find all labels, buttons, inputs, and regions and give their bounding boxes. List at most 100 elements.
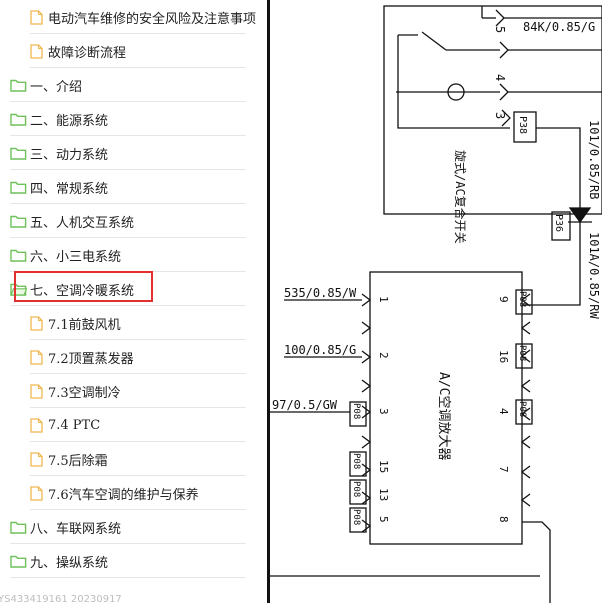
row-separator (30, 373, 246, 374)
tree-item-4[interactable]: 三、动力系统 (10, 136, 246, 170)
wire-label-101a: 101A/0.85/RW (587, 232, 601, 319)
pin-chevron (361, 293, 372, 307)
connector-box-l3 (349, 401, 367, 427)
wire-label-84k: 84K/0.85/G (523, 20, 595, 34)
tree-item-7[interactable]: 六、小三电系统 (10, 238, 246, 272)
folder-icon (10, 520, 27, 534)
connector-label: P08 (351, 403, 361, 419)
tree-item-10[interactable]: 7.2顶置蒸发器 (30, 340, 246, 374)
connector-label: P08 (517, 291, 527, 307)
tree-item-1[interactable]: 故障诊断流程 (30, 34, 246, 68)
amp-pin-label: 1 (377, 296, 390, 303)
diode-connector-box (551, 211, 571, 241)
switch-contact (421, 31, 447, 51)
tree-item-label: 四、常规系统 (30, 181, 109, 197)
connector-label: P08 (517, 401, 527, 417)
folder-icon (10, 78, 27, 92)
tree-item-3[interactable]: 二、能源系统 (10, 102, 246, 136)
switch-pin-label: 4 (493, 74, 507, 81)
tree-item-label: 7.5后除霜 (48, 453, 108, 469)
tree-item-5[interactable]: 四、常规系统 (10, 170, 246, 204)
tree-item-16[interactable]: 九、操纵系统 (10, 544, 246, 578)
folder-icon (10, 214, 27, 228)
wire-label-101: 101/0.85/RB (587, 120, 601, 199)
pin-chevron (520, 493, 531, 507)
connector-label: P08 (351, 453, 361, 469)
row-separator (30, 33, 246, 34)
wiring-diagram: 84K/0.85/G 535/0.85/W 100/0.85/G 97/0.5/… (270, 5, 602, 603)
row-separator (10, 203, 246, 204)
tree-item-9[interactable]: 7.1前鼓风机 (30, 306, 246, 340)
amp-pin-label: 5 (377, 516, 390, 523)
tree-item-2[interactable]: 一、介绍 (10, 68, 246, 102)
watermark: YS433419161 20230917 (0, 594, 122, 603)
row-separator (30, 475, 246, 476)
connector-box-r16 (515, 343, 533, 369)
wire-label-535: 535/0.85/W (284, 286, 357, 300)
switch-pin-label: 3 (493, 112, 507, 119)
switch-connector-label: P38 (517, 116, 528, 134)
folder-icon (10, 180, 27, 194)
folder-icon (10, 248, 27, 262)
document-icon (30, 315, 43, 331)
pin-chevron (361, 491, 372, 505)
navigation-tree: 电动汽车维修的安全风险及注意事项故障诊断流程一、介绍二、能源系统三、动力系统四、… (0, 0, 267, 603)
pin-chevron (361, 463, 372, 477)
row-separator (30, 441, 246, 442)
row-separator (30, 407, 246, 408)
pin-chevron (520, 435, 531, 449)
pin-chevron (361, 519, 372, 533)
tree-item-label: 九、操纵系统 (30, 555, 109, 571)
connector-box-l15 (349, 451, 367, 477)
document-icon (30, 485, 43, 501)
tree-item-label: 电动汽车维修的安全风险及注意事项 (48, 11, 257, 27)
folder-icon (10, 146, 27, 160)
connector-label: P08 (351, 481, 361, 497)
amp-pin-label: 15 (377, 460, 390, 473)
row-separator (10, 543, 246, 544)
diode-label: P36 (553, 214, 564, 232)
tree-item-8[interactable]: 七、空调冷暖系统 (10, 272, 246, 306)
tree-item-11[interactable]: 7.3空调制冷 (30, 374, 246, 408)
connector-label: P08 (351, 509, 361, 525)
diode-symbol (568, 207, 592, 224)
row-separator (10, 237, 246, 238)
internal-wire (397, 35, 510, 129)
pin-chevron (520, 407, 531, 421)
amp-pin-label: 2 (377, 352, 390, 359)
pin-chevron (520, 379, 531, 393)
tree-item-12[interactable]: 7.4 PTC (30, 408, 246, 442)
tree-item-label: 7.4 PTC (48, 417, 101, 433)
pin-chevron (520, 349, 531, 363)
pin-chevron (361, 405, 372, 419)
pin-chevron (501, 109, 511, 127)
pin-chevron (361, 321, 372, 335)
connector-box-r9 (515, 289, 533, 315)
row-separator (10, 577, 246, 578)
pin-chevron (520, 293, 531, 307)
tree-item-label: 六、小三电系统 (30, 249, 122, 265)
wire-101 (522, 127, 581, 306)
document-icon (30, 383, 43, 399)
tree-item-15[interactable]: 八、车联网系统 (10, 510, 246, 544)
document-icon (30, 43, 43, 59)
tree-item-label: 一、介绍 (30, 79, 83, 95)
tree-item-13[interactable]: 7.5后除霜 (30, 442, 246, 476)
pin-chevron (361, 350, 372, 364)
amp-pin-label: 9 (497, 296, 510, 303)
document-icon (30, 417, 43, 433)
tree-item-label: 七、空调冷暖系统 (30, 283, 135, 299)
folder-icon (10, 554, 27, 568)
amplifier-label: A/C空调放大器 (436, 372, 451, 460)
panel-divider[interactable] (267, 0, 270, 603)
switch-pin-label: 5 (493, 26, 507, 33)
amp-pin-label: 8 (497, 516, 510, 523)
row-separator (10, 101, 246, 102)
tree-item-14[interactable]: 7.6汽车空调的维护与保养 (30, 476, 246, 510)
tree-item-6[interactable]: 五、人机交互系统 (10, 204, 246, 238)
tree-item-label: 三、动力系统 (30, 147, 109, 163)
amp-pin-label: 16 (497, 350, 510, 363)
row-separator (30, 509, 246, 510)
tree-item-0[interactable]: 电动汽车维修的安全风险及注意事项 (30, 0, 256, 34)
tree-item-label: 7.2顶置蒸发器 (48, 351, 134, 367)
